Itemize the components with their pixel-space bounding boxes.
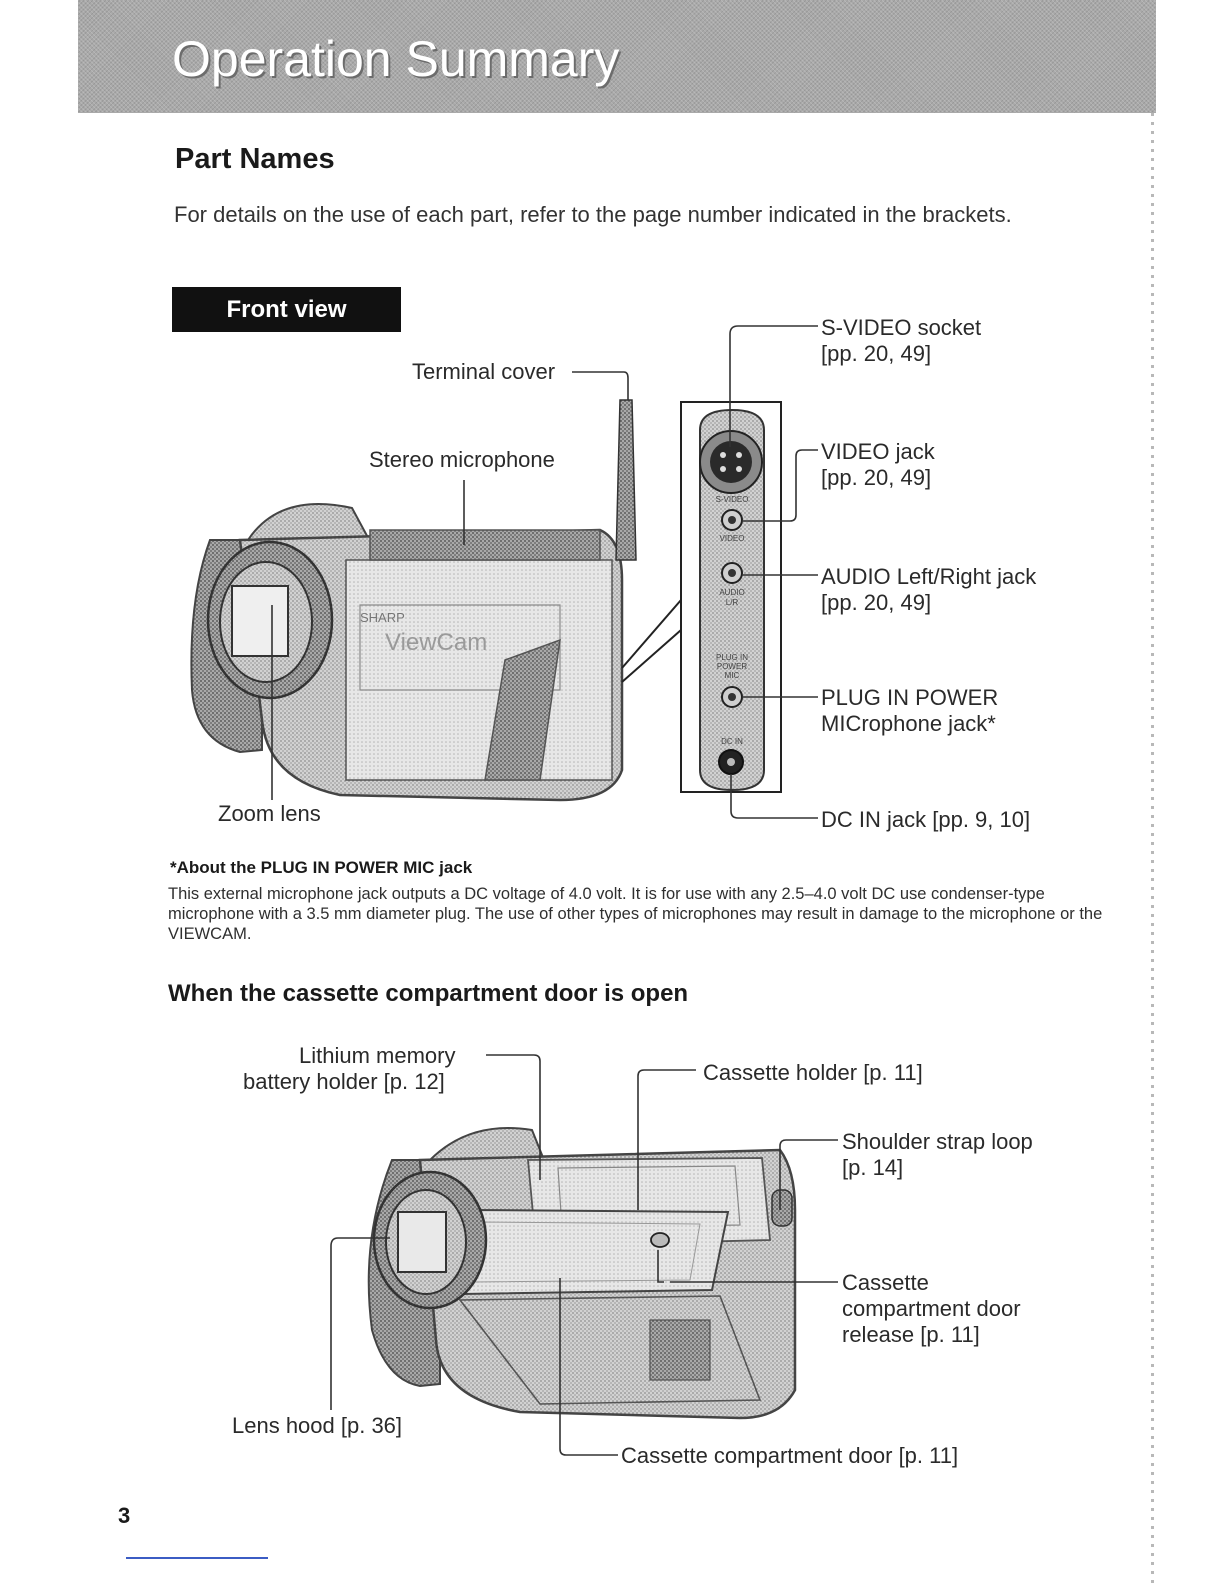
- panel-label-audio-lr: L/R: [726, 598, 739, 607]
- label-release-line3: release [p. 11]: [842, 1322, 980, 1347]
- label-release-line2: compartment door: [842, 1296, 1021, 1321]
- section-title: Part Names: [175, 143, 335, 175]
- label-svideo-socket: S-VIDEO socket: [821, 315, 982, 340]
- panel-label-dcin: DC IN: [721, 737, 743, 746]
- front-leader-lines: [271, 325, 818, 819]
- panel-label-plugin: PLUG IN: [716, 653, 748, 662]
- note-body: This external microphone jack outputs a …: [168, 885, 1103, 943]
- label-cassette-holder: Cassette holder [p. 11]: [703, 1060, 923, 1085]
- label-svideo-pages: [pp. 20, 49]: [821, 341, 932, 366]
- cassette-leader-lines: [330, 1054, 838, 1456]
- front-view-tab: Front view: [172, 287, 401, 332]
- label-stereo-microphone: Stereo microphone: [369, 447, 555, 472]
- label-lithium-line2: battery holder [p. 12]: [243, 1069, 445, 1094]
- panel-label-video: VIDEO: [720, 534, 745, 543]
- header-banner: [78, 0, 1156, 113]
- label-dcin-jack: DC IN jack [pp. 9, 10]: [821, 807, 1031, 832]
- intro-text: For details on the use of each part, ref…: [174, 202, 1012, 227]
- camera-brand: SHARP: [360, 610, 405, 625]
- page-title: Operation Summary: [172, 31, 620, 87]
- page-number: 3: [118, 1503, 131, 1528]
- front-camera-illustration: SHARP ViewCam: [190, 399, 637, 802]
- label-strap-page: [p. 14]: [842, 1155, 904, 1180]
- label-zoom-lens: Zoom lens: [218, 801, 321, 826]
- jack-panel-inset: S-VIDEO VIDEO AUDIO L/R PLUG IN POWER MI…: [621, 401, 782, 793]
- cassette-section-title: When the cassette compartment door is op…: [168, 980, 689, 1007]
- label-audio-jack: AUDIO Left/Right jack: [821, 564, 1037, 589]
- label-video-jack: VIDEO jack: [821, 439, 935, 464]
- panel-label-audio: AUDIO: [719, 588, 744, 597]
- label-lens-hood: Lens hood [p. 36]: [232, 1413, 403, 1438]
- panel-label-svideo: S-VIDEO: [716, 495, 749, 504]
- label-video-pages: [pp. 20, 49]: [821, 465, 932, 490]
- label-microphone-jack: MICrophone jack*: [821, 711, 996, 736]
- margin-rule: [1151, 113, 1154, 1583]
- label-plugin-power: PLUG IN POWER: [821, 685, 999, 710]
- label-release-line1: Cassette: [842, 1270, 929, 1295]
- note-title: *About the PLUG IN POWER MIC jack: [170, 858, 473, 877]
- cassette-camera-illustration: [367, 1127, 797, 1420]
- label-lithium-line1: Lithium memory: [299, 1043, 456, 1068]
- label-terminal-cover: Terminal cover: [412, 359, 556, 384]
- footer-rule: [126, 1557, 268, 1559]
- panel-label-mic: MIC: [725, 671, 740, 680]
- camera-model: ViewCam: [385, 629, 487, 656]
- label-strap-loop: Shoulder strap loop: [842, 1129, 1033, 1154]
- panel-label-power: POWER: [717, 662, 747, 671]
- label-cassette-door: Cassette compartment door [p. 11]: [621, 1443, 959, 1468]
- label-audio-pages: [pp. 20, 49]: [821, 590, 932, 615]
